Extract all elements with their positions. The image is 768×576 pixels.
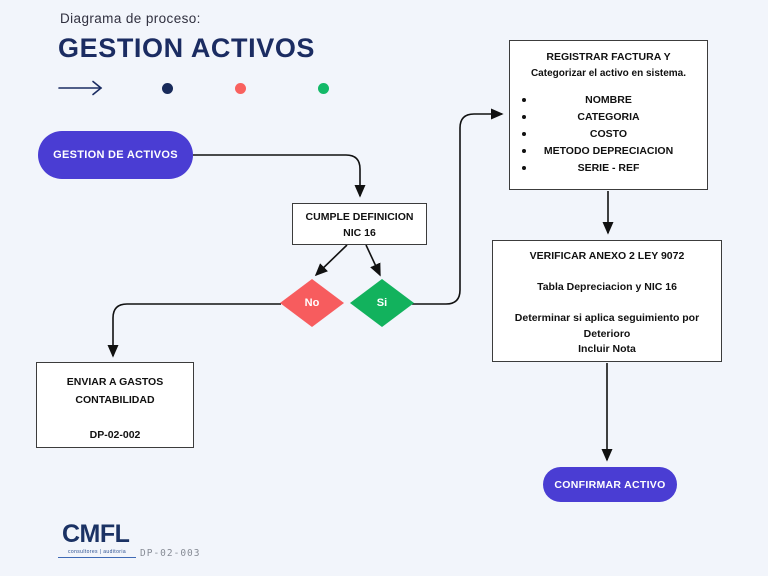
document-code: DP-02-003 [140,548,201,559]
list-item: NOMBRE [510,92,707,109]
cumple-line1: CUMPLE DEFINICION [305,211,414,223]
registrar-title-line2: Categorizar el activo en sistema. [530,67,687,79]
list-item: COSTO [510,126,707,143]
list-item: METODO DEPRECIACION [510,143,707,160]
legend-dot-green-icon [318,83,329,94]
bullet-dot-icon [522,148,526,153]
node-gestion-de-activos: GESTION DE ACTIVOS [38,131,193,179]
list-item: CATEGORIA [510,109,707,126]
enviar-doc-code: DP-02-002 [89,428,141,441]
bullet-label: COSTO [589,127,628,140]
list-item: SERIE - REF [510,160,707,177]
decision-si-label: Si [376,297,388,309]
registrar-title-line1: REGISTRAR FACTURA Y [546,51,671,63]
legend-dot-navy-icon [162,83,173,94]
node-verificar-anexo: VERIFICAR ANEXO 2 LEY 9072 Tabla Depreci… [492,240,722,362]
bullet-label: SERIE - REF [577,161,640,174]
connector-cumple-to-no [314,244,348,277]
decision-no-label: No [304,297,320,309]
cumple-line2: NIC 16 [343,227,376,240]
connector-si-to-registrar [412,108,504,305]
verificar-line3: Determinar si aplica seguimiento por [514,312,700,325]
legend-dot-red-icon [235,83,246,94]
verificar-line5: Incluir Nota [578,342,636,355]
registrar-bullet-list: NOMBRE CATEGORIA COSTO METODO DEPRECIACI… [510,92,707,177]
node-confirmar-activo: CONFIRMAR ACTIVO [543,467,677,502]
node-gestion-de-activos-label: GESTION DE ACTIVOS [53,149,178,161]
bullet-dot-icon [522,131,526,136]
verificar-line4: Deterioro [583,327,631,340]
bullet-label: NOMBRE [585,93,632,106]
node-registrar-factura: REGISTRAR FACTURA Y Categorizar el activ… [509,40,708,190]
bullet-label: CATEGORIA [577,110,640,123]
bullet-label: METODO DEPRECIACION [543,144,674,157]
verificar-line1: VERIFICAR ANEXO 2 LEY 9072 [529,250,685,262]
diagram-subtitle: Diagrama de proceso: [60,11,201,26]
connector-cumple-to-si [365,244,381,277]
bullet-dot-icon [522,114,526,119]
cmfl-logo: CMFL [62,520,130,548]
bullet-dot-icon [522,165,526,170]
node-enviar-a-gastos: ENVIAR A GASTOS CONTABILIDAD DP-02-002 [36,362,194,448]
cmfl-logo-tagline: consultores | auditoria [58,549,136,558]
enviar-line2: CONTABILIDAD [75,393,155,406]
node-confirmar-activo-label: CONFIRMAR ACTIVO [554,478,666,491]
enviar-line1: ENVIAR A GASTOS [66,376,164,388]
right-arrow-icon [58,80,103,96]
connector-start-to-cumple [193,154,366,198]
bullet-dot-icon [522,97,526,102]
node-cumple-definicion: CUMPLE DEFINICION NIC 16 [292,203,427,245]
connector-no-to-enviar [107,303,281,358]
diagram-title: GESTION ACTIVOS [58,33,316,63]
verificar-line2: Tabla Depreciacion y NIC 16 [537,281,677,294]
